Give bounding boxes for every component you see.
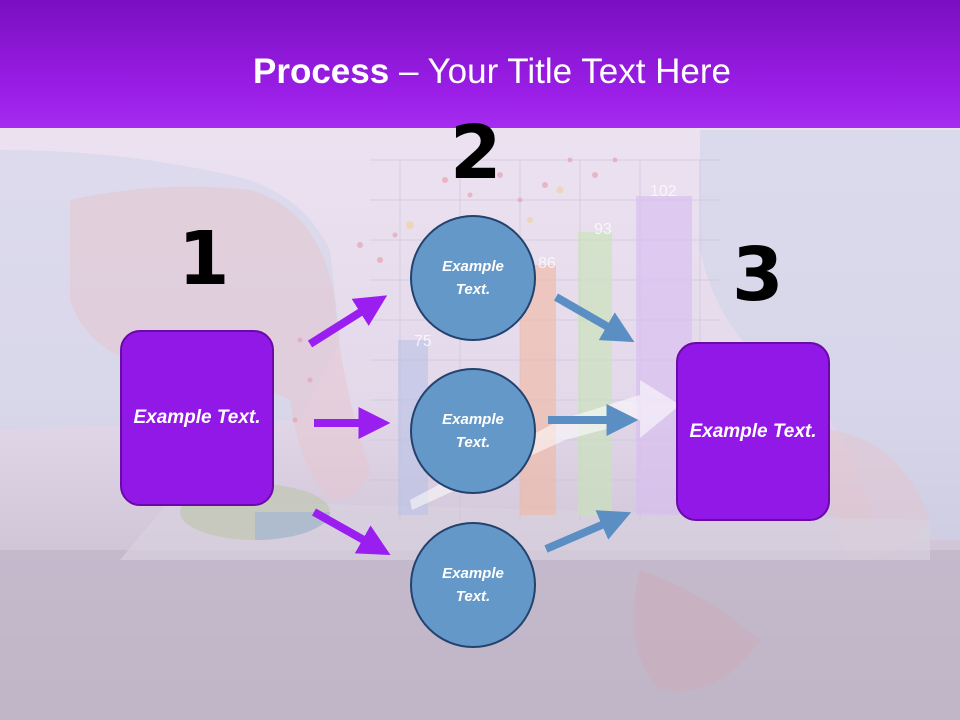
bg-chart-label-93: 93 (594, 221, 612, 238)
right-text-box[interactable]: Example Text. (676, 342, 830, 521)
step-number-1: 1 (178, 216, 230, 302)
slide-title: Process – Your Title Text Here (0, 52, 960, 92)
purple-arrow-down (312, 508, 391, 556)
circle-top-text: Example Text. (442, 257, 504, 298)
step-number-3: 3 (732, 232, 784, 318)
title-bold: Process (252, 52, 390, 91)
bg-chart-label-102: 102 (650, 183, 677, 200)
circle-top[interactable]: Example Text. (410, 215, 536, 341)
circle-bottom[interactable]: Example Text. (410, 522, 536, 648)
circle-middle[interactable]: Example Text. (410, 368, 536, 494)
purple-arrow-up (307, 295, 388, 348)
right-box-text: Example Text. (689, 420, 817, 442)
left-box-text: Example Text. (133, 407, 261, 429)
blue-arrow-down (554, 293, 635, 343)
left-text-box[interactable]: Example Text. (120, 330, 274, 506)
blue-arrow-up (544, 510, 632, 553)
step-number-2: 2 (450, 110, 502, 196)
title-rest: Your Title Text Here (427, 52, 732, 91)
bg-chart-label-75: 75 (414, 333, 432, 350)
title-separator: – (398, 52, 419, 91)
title-bar (0, 0, 960, 128)
circle-middle-text: Example Text. (442, 410, 504, 451)
circle-bottom-text: Example Text. (442, 564, 504, 605)
bg-chart-label-86: 86 (538, 255, 556, 272)
